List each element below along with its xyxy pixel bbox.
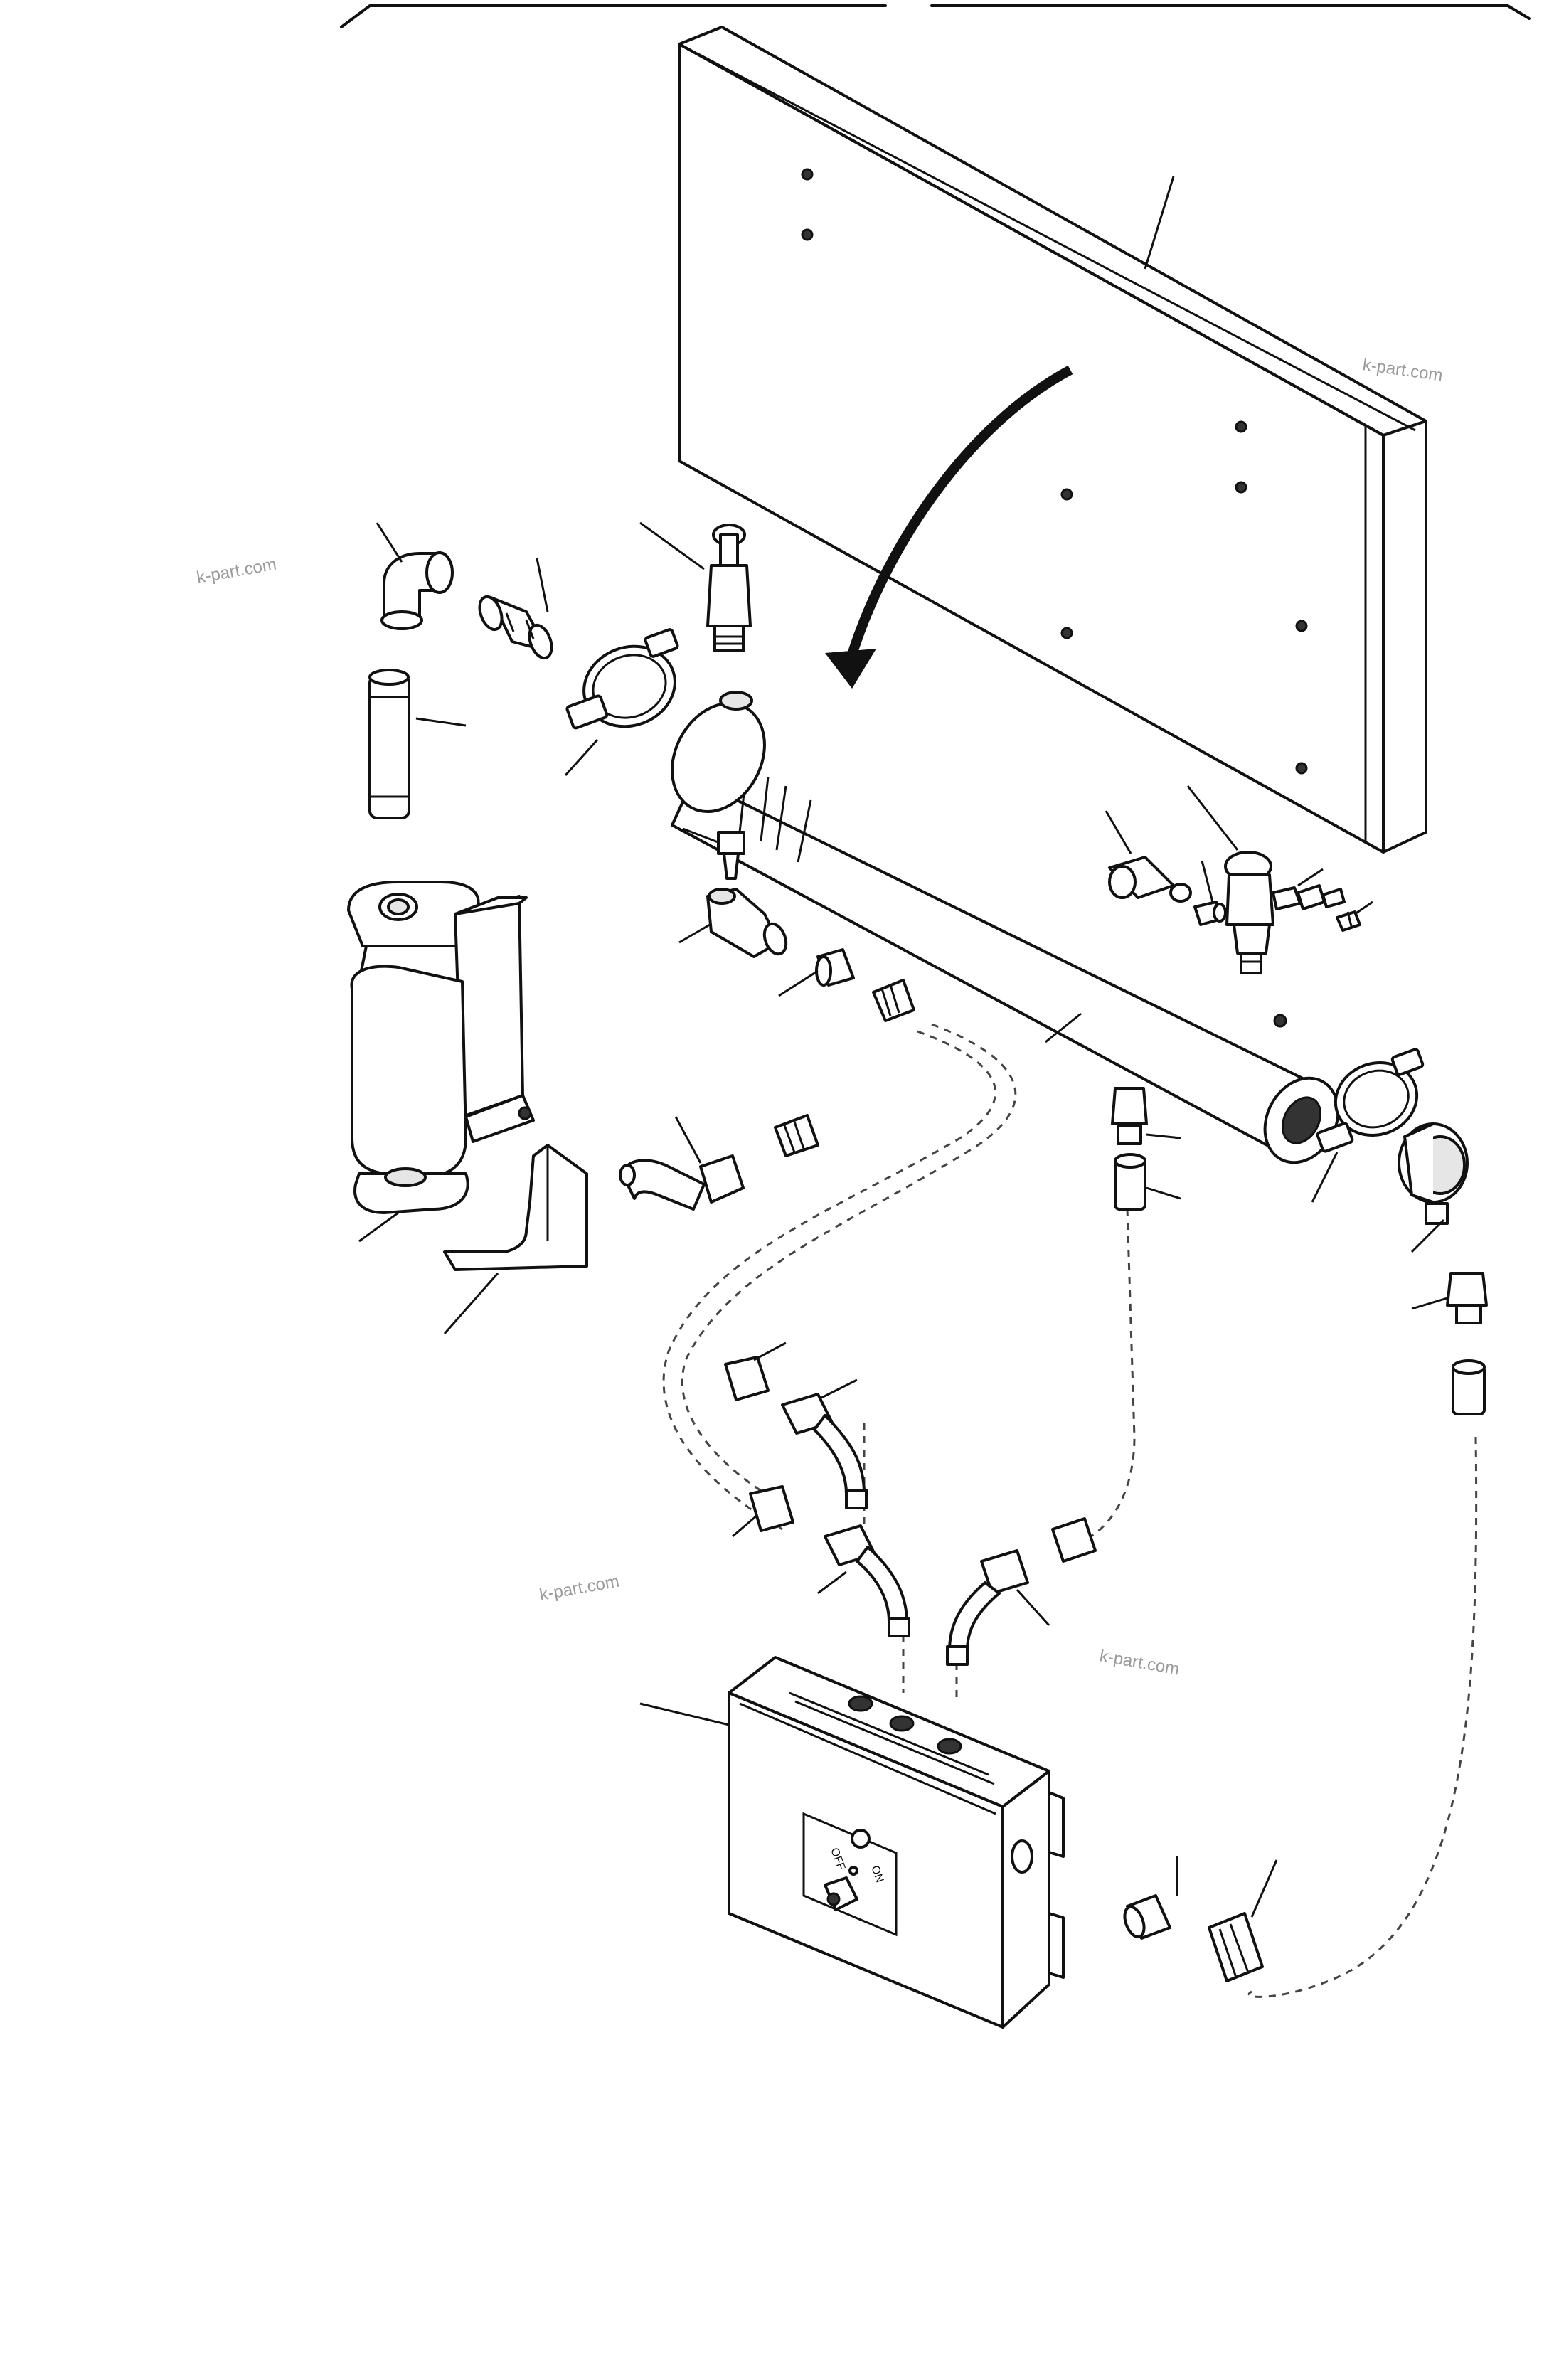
leader-cap [1105, 810, 1132, 854]
leader-sleeve-4 [1146, 1186, 1181, 1200]
elbow-connector-3 [946, 1549, 1029, 1666]
sleeve-8 [1208, 1912, 1264, 1982]
cap-fitting [1108, 856, 1192, 903]
control-box [728, 1656, 1065, 2029]
leader-nipple-a [1201, 860, 1214, 903]
leader-panel [1144, 176, 1175, 270]
heater-tube [671, 691, 1340, 1164]
pipe-clamp-upper [565, 628, 679, 730]
leader-tube [1045, 1012, 1082, 1043]
mounting-arrow-icon [825, 365, 1073, 689]
pipe-clamp-lower [1316, 1048, 1425, 1153]
sleeve-1 [872, 979, 915, 1022]
bolt-screw [1336, 910, 1361, 932]
leader-housing [358, 1211, 399, 1243]
thermostat-housing [347, 881, 535, 1214]
vertical-nipple [368, 669, 410, 819]
watermark-4: k-part.com [1098, 1646, 1181, 1679]
leader-bent-left [674, 1116, 702, 1164]
page-border-top [340, 4, 1531, 28]
bent-fitting-left [619, 1154, 745, 1211]
sleeve-3 [1452, 1359, 1486, 1415]
temperature-sensor [1398, 1122, 1469, 1225]
leader-elbow [376, 522, 403, 563]
sleeve-5 [724, 1356, 770, 1401]
leader-control-box [639, 1702, 730, 1726]
wall-panel [678, 26, 1427, 854]
leader-clamp-upper [564, 738, 599, 777]
watermark-2: k-part.com [195, 555, 277, 588]
connector-nut-4 [1123, 1894, 1171, 1940]
leader-sleeve-8 [1250, 1859, 1278, 1918]
drain-valve [1224, 851, 1302, 974]
sleeve-2 [774, 1114, 819, 1157]
watermark-1: k-part.com [1361, 355, 1444, 386]
connector-nut-1 [815, 948, 855, 987]
leader-sleeve-5 [753, 1342, 787, 1361]
leader-elbow-1 [821, 1378, 858, 1399]
connector-nut-3 [1111, 1087, 1148, 1145]
leader-plug [682, 827, 720, 844]
leader-elbow-2 [817, 1571, 847, 1595]
elbow-fitting [380, 551, 454, 630]
leader-nipple [536, 558, 549, 612]
elbow-connector-1 [781, 1393, 868, 1509]
elbow-connector-2 [824, 1524, 910, 1637]
watermark-3: k-part.com [538, 1572, 620, 1605]
leader-sleeve-6 [732, 1514, 758, 1538]
leader-sensor [1410, 1218, 1445, 1253]
sleeve-4 [1114, 1153, 1146, 1211]
leader-barb [1297, 868, 1324, 887]
leader-nut-3 [1146, 1133, 1181, 1139]
leader-drain-valve [1186, 785, 1239, 851]
small-nipple-a [1193, 901, 1227, 926]
connector-nut-2 [1446, 1272, 1488, 1324]
leader-bolt [1354, 901, 1373, 915]
leader-elbow-block [678, 923, 711, 944]
sleeve-6 [749, 1485, 794, 1532]
leader-bracket [443, 1273, 499, 1334]
leader-valve [639, 521, 705, 570]
flexible-conduit-lines [662, 1023, 1478, 1998]
leader-elbow-3 [1016, 1588, 1050, 1627]
hose-barb [1297, 884, 1346, 910]
relief-valve [706, 524, 752, 652]
leader-vnipple [415, 717, 467, 727]
mounting-bracket [443, 1144, 588, 1271]
small-plug [717, 831, 745, 880]
leader-nut-1 [778, 969, 819, 997]
sleeve-7 [1051, 1517, 1097, 1563]
nipple-fitting [478, 595, 553, 660]
elbow-block [706, 888, 788, 958]
leader-nut-2 [1411, 1297, 1448, 1310]
leader-clamp-lower [1311, 1152, 1339, 1203]
